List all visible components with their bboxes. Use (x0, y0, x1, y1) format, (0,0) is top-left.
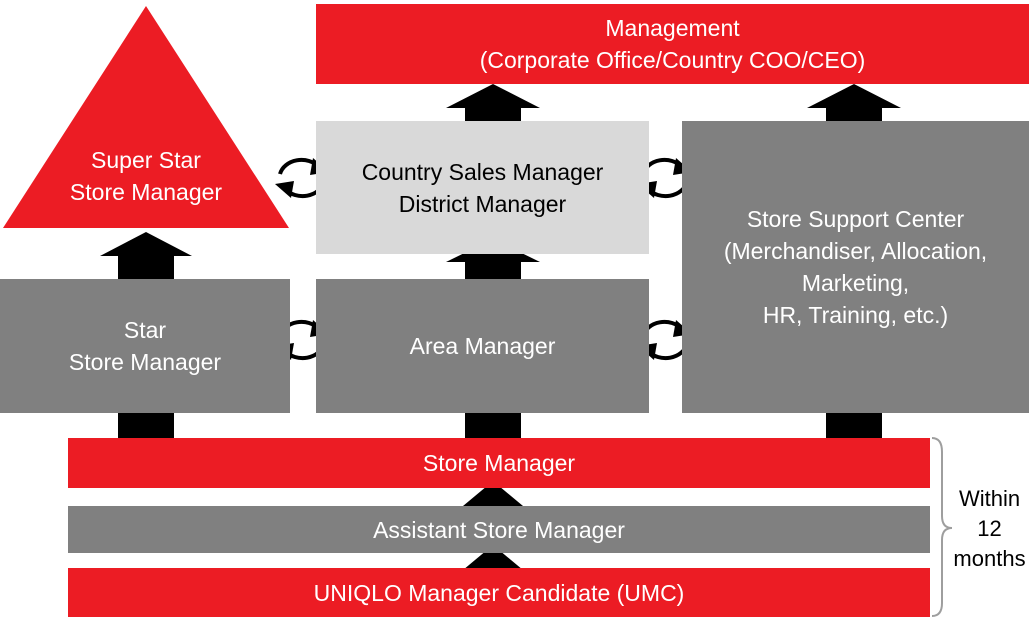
support-line3: Marketing, (801, 270, 910, 296)
umc-box: UNIQLO Manager Candidate (UMC) (68, 568, 930, 617)
support-line2: (Merchandiser, Allocation, (723, 238, 988, 264)
management-title: Management (605, 15, 740, 41)
up-arrow-icon (100, 232, 192, 280)
triangle-up-icon (463, 545, 523, 570)
right-brace-icon (931, 437, 953, 617)
triangle-up-icon (463, 481, 523, 506)
star-line2: Store Manager (68, 349, 222, 375)
star-store-manager-box: Star Store Manager (0, 279, 290, 413)
management-box: Management (Corporate Office/Country COO… (316, 4, 1029, 84)
timeline-note: Within 12 months (944, 484, 1035, 574)
country-sales-manager-box: Country Sales Manager District Manager (316, 121, 649, 254)
support-line4: HR, Training, etc.) (762, 302, 949, 328)
up-arrow-icon (807, 84, 901, 133)
store-manager-box: Store Manager (68, 438, 930, 488)
super-star-store-manager-label: Super Star Store Manager (40, 142, 252, 210)
area-manager-box: Area Manager (316, 279, 649, 413)
assistant-store-manager-box: Assistant Store Manager (68, 506, 930, 553)
star-line1: Star (123, 317, 167, 343)
support-line1: Store Support Center (746, 206, 965, 232)
super-star-line2: Store Manager (69, 179, 223, 205)
store-support-center-box: Store Support Center (Merchandiser, Allo… (682, 121, 1029, 413)
up-arrow-icon (446, 84, 540, 133)
timeline-line3: months (953, 546, 1026, 571)
area-manager-label: Area Manager (409, 333, 556, 359)
timeline-line2: 12 (977, 516, 1002, 541)
timeline-line1: Within (958, 486, 1021, 511)
management-subtitle: (Corporate Office/Country COO/CEO) (479, 47, 866, 73)
super-star-triangle (3, 6, 289, 228)
store-manager-label: Store Manager (422, 450, 576, 476)
assistant-store-manager-label: Assistant Store Manager (373, 516, 625, 543)
country-sales-line1: Country Sales Manager (361, 158, 604, 185)
district-manager-line: District Manager (398, 190, 567, 217)
super-star-line1: Super Star (91, 147, 201, 173)
umc-label: UNIQLO Manager Candidate (UMC) (313, 579, 685, 606)
